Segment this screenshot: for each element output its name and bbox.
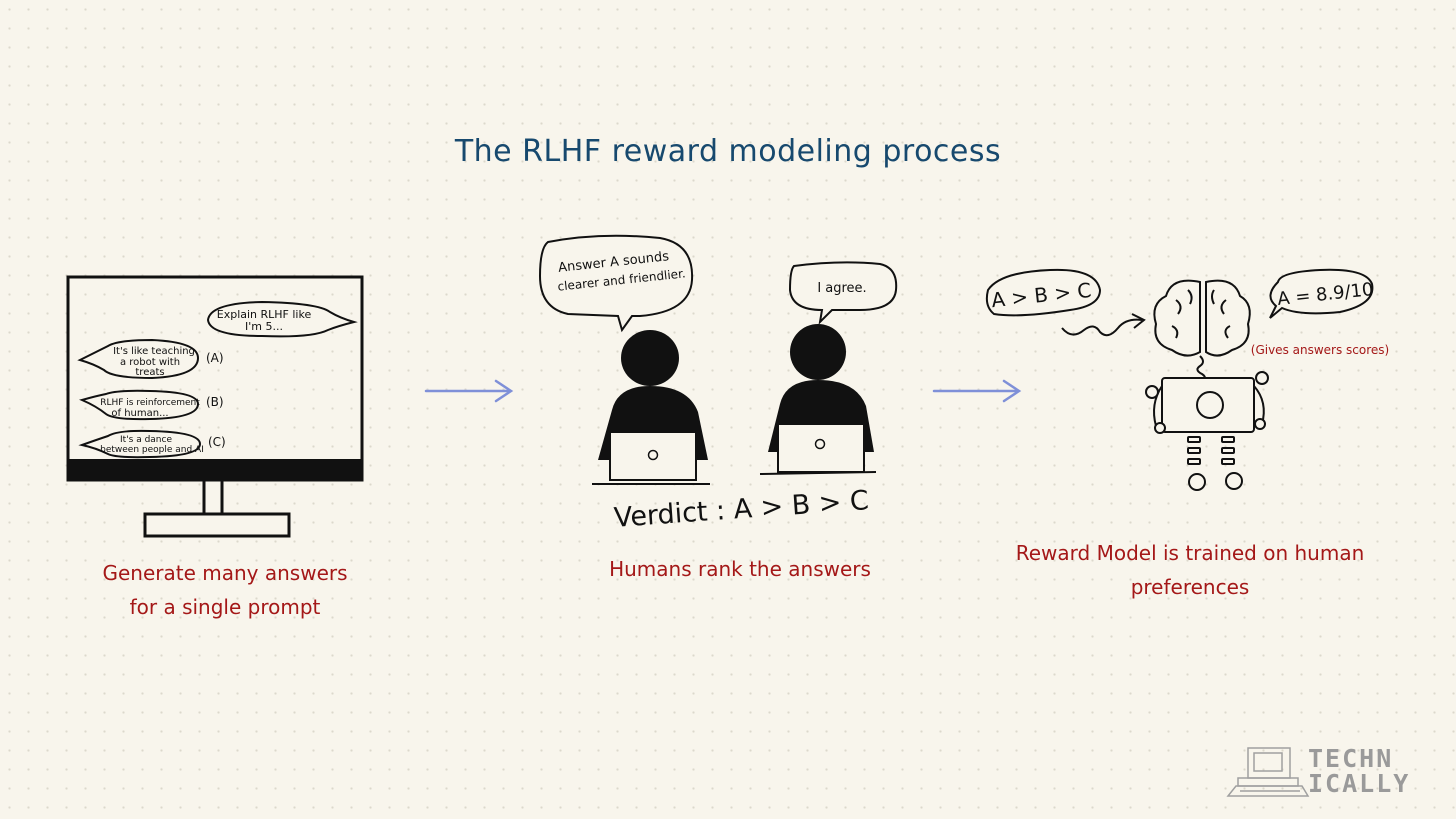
answer-c-line1: It's a dance: [120, 435, 172, 445]
arrow-right-icon: [932, 379, 1022, 403]
label-c: (C): [208, 435, 226, 449]
prompt-line1: Explain RLHF like: [217, 308, 312, 321]
laptop-icon: [759, 423, 877, 475]
logo-line1: TECHN: [1308, 744, 1394, 773]
logo-text: TECHN ICALLY: [1308, 746, 1438, 796]
label-b: (B): [206, 395, 224, 409]
answer-b-line1: RLHF is reinforcement: [100, 398, 200, 408]
arrow-right-icon: [424, 379, 514, 403]
score-note: (Gives answers scores): [1251, 343, 1389, 357]
computer-logo-icon: [1226, 747, 1310, 797]
stage1-caption: Generate many answers for a single promp…: [80, 556, 370, 624]
answer-a-line3: treats: [135, 367, 164, 378]
stage1-caption-line2: for a single prompt: [129, 595, 321, 619]
answer-b-bubble: RLHF is reinforcement of human... (B): [79, 389, 224, 421]
stage1-caption-line1: Generate many answers: [102, 561, 348, 585]
robot-icon: [1145, 371, 1269, 491]
prompt-bubble: Explain RLHF like I'm 5...: [206, 300, 358, 338]
score-bubble: A = 8.9/10: [1269, 268, 1374, 319]
speech-bubble-1: Answer A sounds clearer and friendlier.: [538, 234, 694, 333]
laptop-icon: [592, 431, 710, 485]
label-a: (A): [206, 351, 224, 365]
answer-a-line2: a robot with: [120, 357, 180, 368]
stage2-caption: Humans rank the answers: [609, 557, 871, 581]
stage3-caption-line1: Reward Model is trained on human: [1015, 541, 1365, 565]
answer-a-bubble: It's like teaching a robot with treats (…: [77, 338, 224, 380]
verdict-text: Verdict : A > B > C: [613, 485, 870, 534]
answer-b-line2: of human...: [111, 408, 168, 419]
monitor-icon: [66, 275, 364, 538]
ranking-bubble: A > B > C: [985, 268, 1146, 337]
page-title: The RLHF reward modeling process: [454, 134, 1002, 169]
speech2-text: I agree.: [817, 281, 866, 296]
answer-a-line1: It's like teaching: [113, 346, 195, 357]
logo-line2: ICALLY: [1308, 769, 1411, 798]
brain-icon: [1153, 279, 1251, 383]
stage3-caption: Reward Model is trained on human prefere…: [1010, 536, 1370, 604]
speech-bubble-2: I agree.: [788, 261, 898, 325]
answer-c-bubble: It's a dance between people and AI (C): [78, 429, 226, 459]
answer-c-line2: between people and AI: [100, 445, 204, 455]
stage3-caption-line2: preferences: [1130, 575, 1250, 599]
prompt-line2: I'm 5...: [245, 320, 283, 333]
